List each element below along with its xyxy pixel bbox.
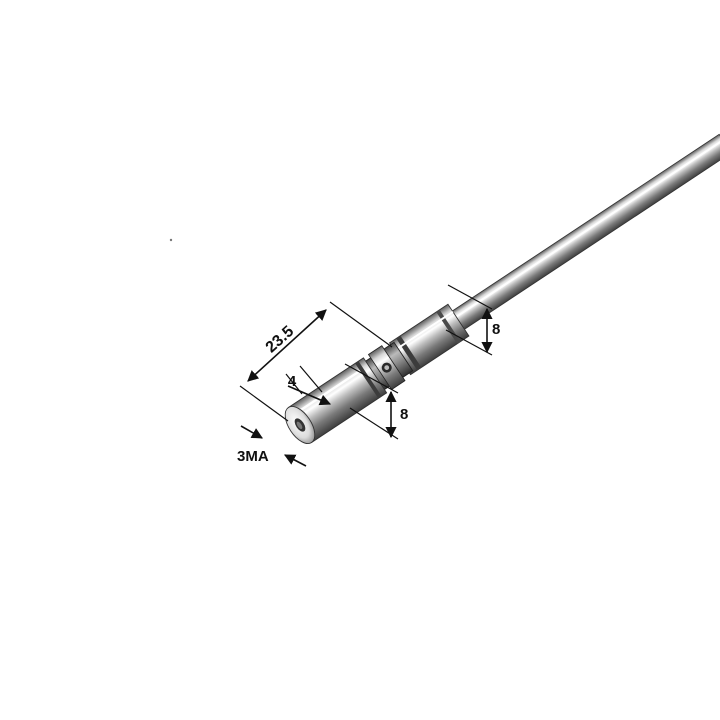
rear-diameter-label: 8 — [492, 321, 500, 338]
joint-assembly — [284, 133, 720, 444]
slot-width-label: 4 — [288, 373, 297, 390]
thread-label: 3MA — [237, 448, 269, 465]
dimension-lines — [239, 284, 493, 467]
stray-mark — [169, 238, 173, 242]
rear-hub — [388, 303, 470, 376]
length-dimension-line — [247, 309, 327, 382]
front-diameter-label: 8 — [400, 406, 408, 423]
slot-dimension-line — [287, 385, 332, 406]
front-hub — [284, 357, 388, 444]
